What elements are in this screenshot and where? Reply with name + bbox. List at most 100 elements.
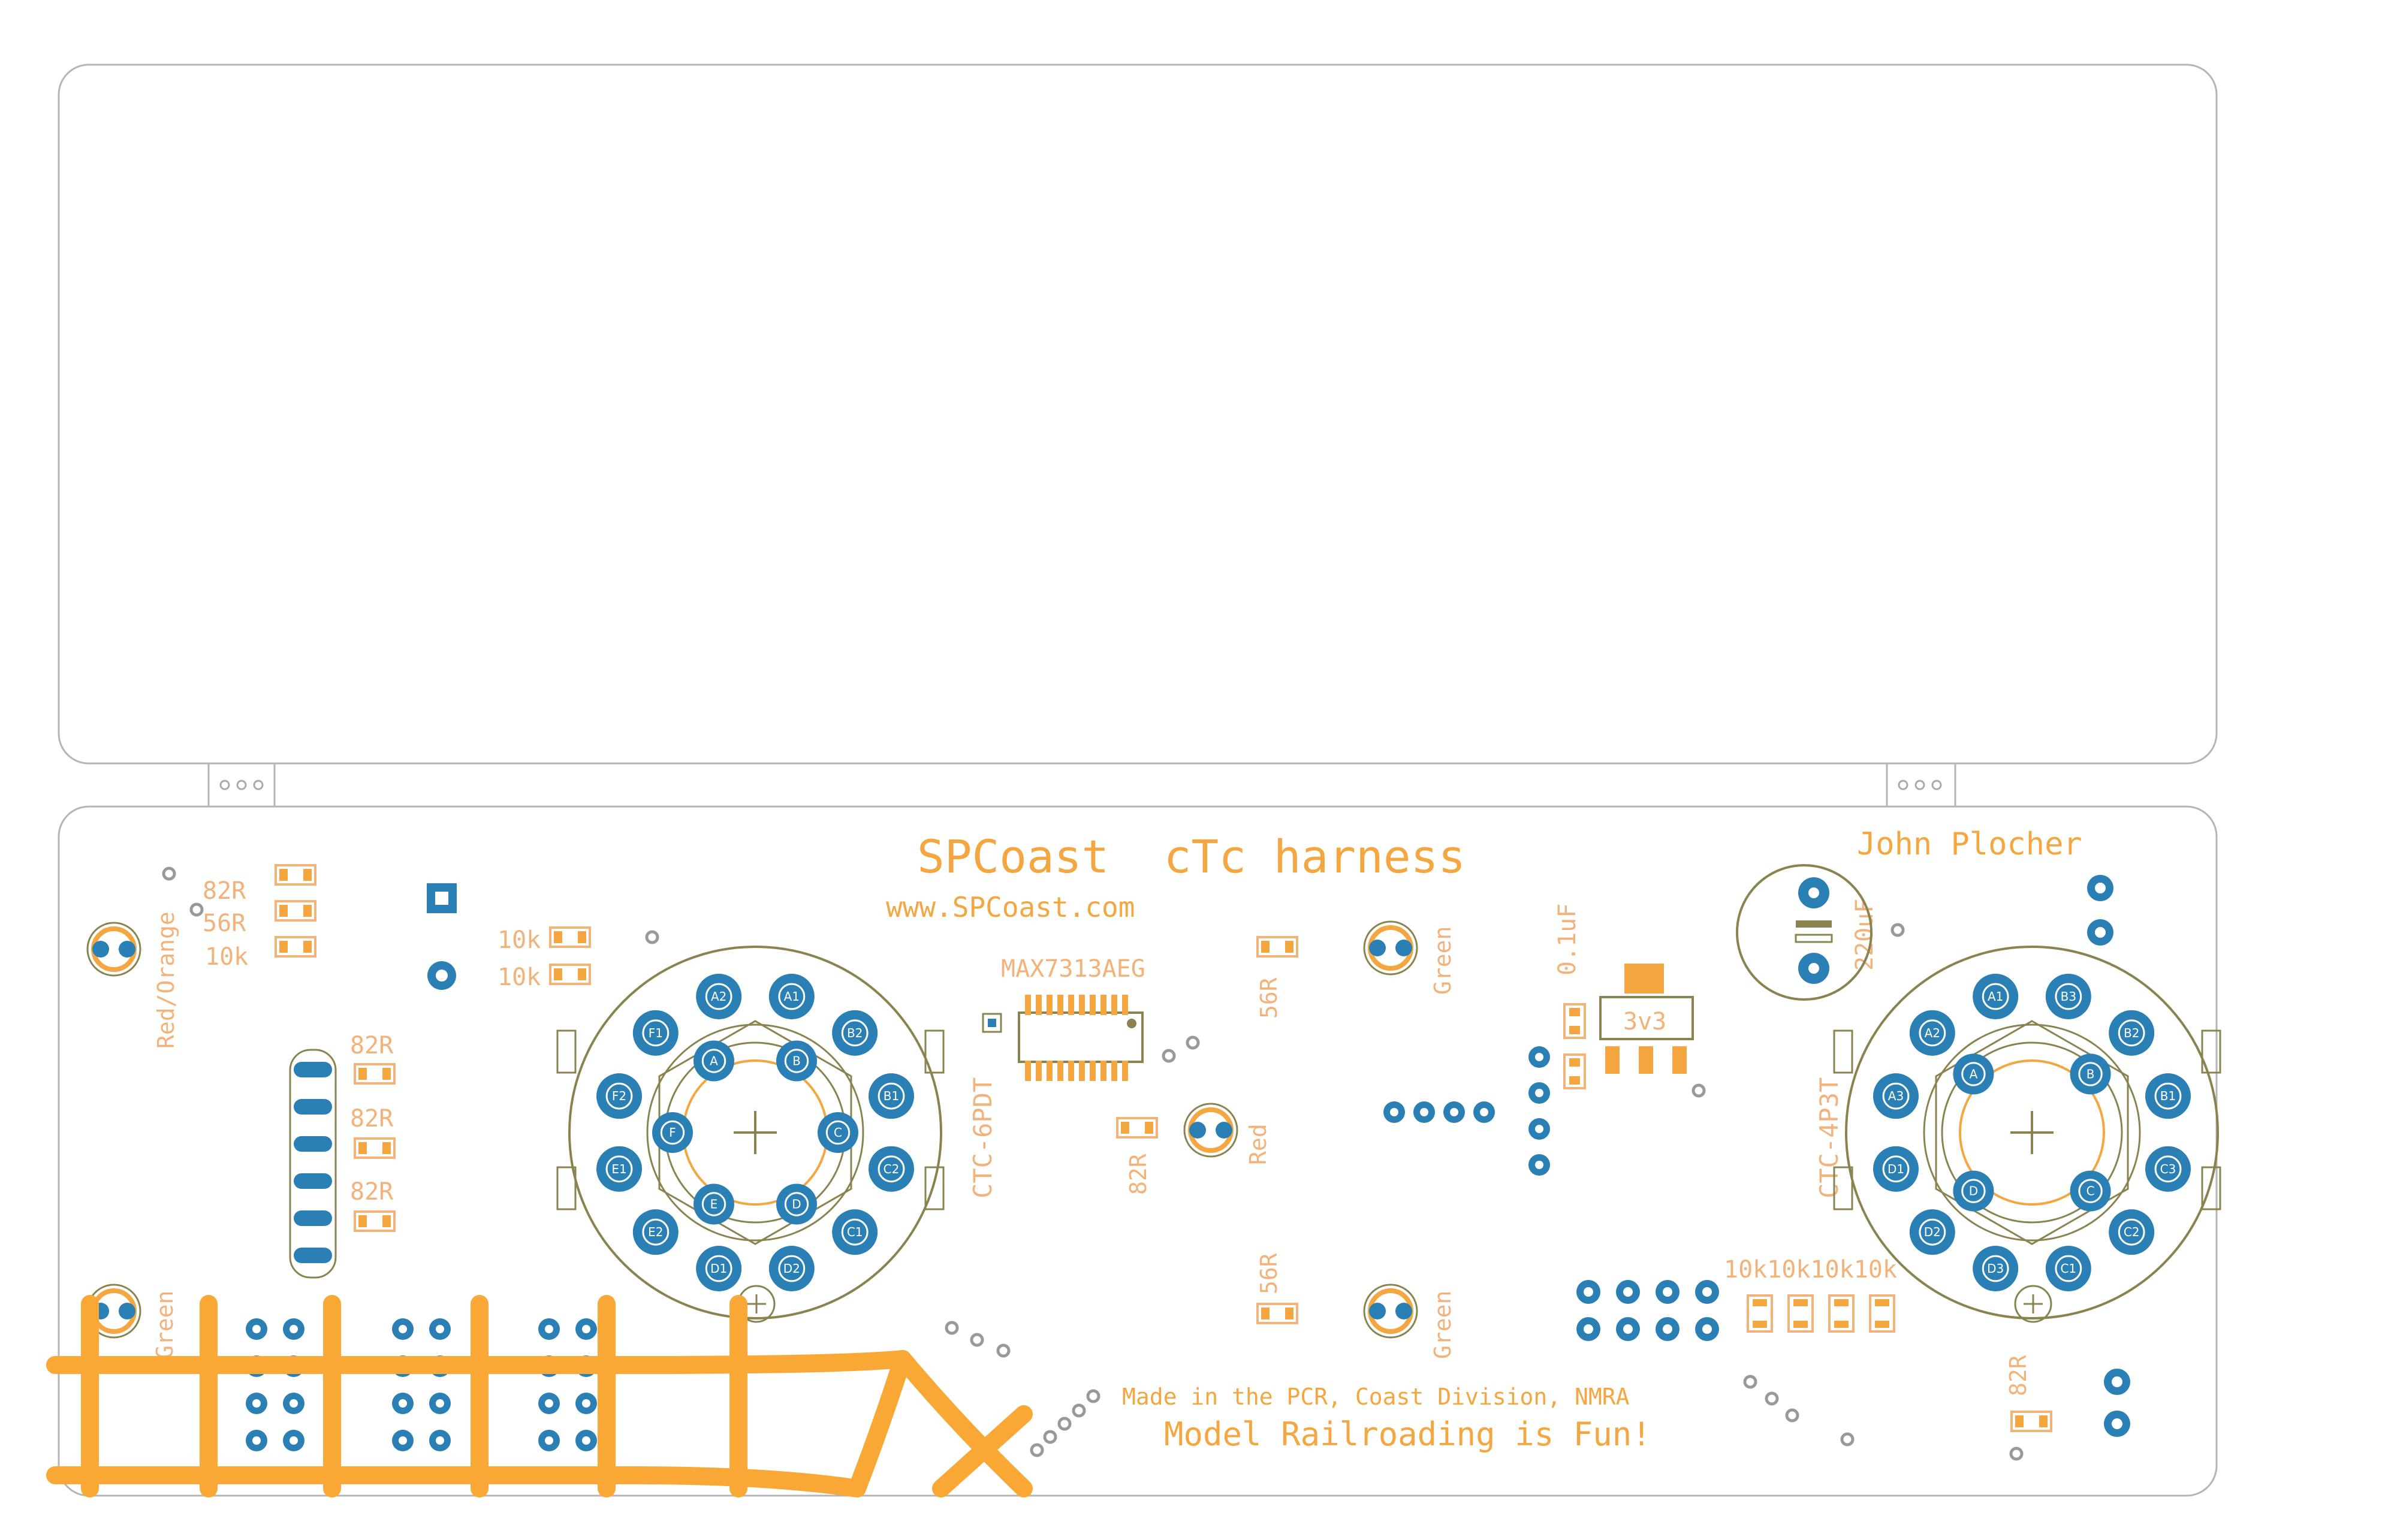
pad-grids-bottom-left (246, 1318, 597, 1451)
test-pads (427, 883, 457, 990)
smd-resistors (275, 864, 2052, 1432)
switch-right-pins-inner-1-pad-ring (2078, 1062, 2103, 1086)
label-56r-c: 56R (1256, 1253, 1282, 1294)
rotary-switch-ctc-6pdt (556, 946, 945, 1323)
author-name: John Plocher (1857, 826, 2082, 862)
switch-right-pins-outer-9-pad (1873, 1146, 1919, 1192)
switch-left-pins-inner-3-pad (776, 1183, 817, 1225)
pad-grid-holes (252, 1325, 590, 1445)
switch-right-pins-inner-2-label: C (2086, 1184, 2095, 1198)
label-ctc-4p3t: CTC-4P3T (1814, 1077, 1844, 1198)
switch-left-pins-inner-3-pad-ring (784, 1192, 809, 1216)
label-10k-x4: 10k10k10k10k (1724, 1256, 1897, 1284)
label-82r-c: 82R (350, 1105, 394, 1133)
switch-right-pins-outer-0-pad (1973, 974, 2019, 1020)
mouse-bites-right (1898, 780, 1942, 790)
upper-panel-outline (58, 64, 2218, 765)
switch-right-pins-outer-4-pad-ring (2154, 1155, 2182, 1183)
label-green-3: Green (1430, 1291, 1456, 1359)
led-green-2 (1363, 920, 1418, 976)
switch-left-pins-outer-6-pad (768, 1245, 815, 1291)
switch-left-pins-outer-1-pad (768, 974, 815, 1020)
switch-left-pins-outer-1-pad-ring (778, 983, 806, 1010)
switch-left-pins-inner-2-label: C (834, 1125, 842, 1140)
switch-right-pins-outer-6-pad (2045, 1245, 2091, 1291)
switch-right-pins-outer-3-label: B1 (2160, 1089, 2176, 1103)
max7313-ic (982, 995, 1144, 1081)
switch-right-pins-outer-2-pad (2109, 1010, 2155, 1056)
switch-left-pins-outer-10-pad (596, 1073, 643, 1119)
breakaway-strip (273, 762, 1888, 808)
switch-right-pins-inner-3-label: D (1969, 1184, 1978, 1198)
switch-right-pins-outer-3-pad (2145, 1073, 2191, 1119)
label-green-1: Green (152, 1291, 178, 1359)
switch-left-pins-inner-4-label: E (710, 1197, 718, 1212)
switch-right-pins-outer-10-pad (1873, 1073, 1919, 1119)
mouse-bites-left (219, 780, 264, 790)
switch-left-pins-outer-9-pad (596, 1146, 643, 1192)
switch-right-pins-outer-9-pad-ring (1882, 1155, 1910, 1183)
switch-right-pins-outer-1-label: B3 (2061, 989, 2076, 1004)
switch-right-pins-outer-7-label: D3 (1987, 1261, 2004, 1276)
switch-left-pins-outer-11-pad (632, 1010, 679, 1056)
switch-left-pins-inner-5-pad-ring (660, 1120, 685, 1145)
switch-left-pins-outer-7-pad-ring (705, 1255, 732, 1282)
switch-right-pins-outer-11-pad-ring (1919, 1019, 1946, 1047)
label-r56-top: 56R (203, 910, 246, 937)
small-vias (162, 866, 2024, 1461)
label-10k-c: 10k (497, 964, 541, 991)
label-82r-f: 82R (2005, 1355, 2031, 1396)
switch-right-pins-outer-10-label: A3 (1888, 1089, 1904, 1103)
switch-left-pins-inner-5-label: F (669, 1125, 676, 1140)
switch-right-pins-outer-11-pad (1909, 1010, 1955, 1056)
label-r82-top: 82R (203, 877, 246, 905)
switch-right-pins-outer-6-label: C1 (2060, 1261, 2076, 1276)
switch-right-pins-outer-2-pad-ring (2118, 1019, 2145, 1047)
switch-right-pins-inner-0-pad-ring (1961, 1062, 1986, 1086)
label-10k-b: 10k (497, 926, 541, 954)
switch-right-pins-outer-0-label: A1 (1988, 989, 2003, 1004)
switch-right-pins-outer-9-label: D1 (1887, 1162, 1904, 1176)
switch-right-pins-outer-11-label: A2 (1925, 1026, 1940, 1040)
switch-right-pins-outer-8-pad-ring (1919, 1218, 1946, 1246)
switch-left-pins-outer-2-label: B2 (847, 1026, 863, 1040)
footer-fun: Model Railroading is Fun! (1164, 1415, 1651, 1453)
switch-left-pins-inner-5-pad (652, 1112, 693, 1153)
switch-left-pins-inner-4-pad (694, 1183, 734, 1225)
label-green-2: Green (1430, 926, 1456, 995)
switch-right-pins-outer-7-pad-ring (1982, 1255, 2009, 1282)
switch-right-pins-inner-3-pad (1953, 1170, 1994, 1212)
switch-left-pins-inner-1-pad (776, 1040, 817, 1082)
rotary-switch-ctc-4p3t (1833, 946, 2221, 1323)
switch-left-pins-outer-1-label: A1 (784, 989, 800, 1004)
switch-right-pins-outer-10-pad-ring (1882, 1082, 1910, 1110)
led-red (1183, 1103, 1238, 1158)
railroad-track-graphic (46, 1295, 1033, 1497)
switch-right-pins-inner-2-pad (2070, 1170, 2111, 1212)
switch-right-pins-outer-6-pad-ring (2055, 1255, 2082, 1282)
switch-left-pins-outer-11-pad-ring (642, 1019, 670, 1047)
switch-left-pins-outer-2-pad (832, 1010, 878, 1056)
switch-left-pins-outer-5-pad (832, 1209, 878, 1255)
label-max7313: MAX7313AEG (1001, 955, 1145, 983)
switch-right-pins-inner-0-pad (1953, 1053, 1994, 1095)
switch-right-pins-inner-0-label: A (1970, 1067, 1978, 1081)
switch-right-pins-outer-1-pad (2045, 974, 2091, 1020)
switch-left-pins-outer-7-pad (696, 1245, 742, 1291)
switch-right-pins-inner-1-pad (2070, 1053, 2111, 1095)
switch-left-pins-outer-9-label: E1 (611, 1162, 626, 1176)
switch-left-pins-inner-4-pad-ring (701, 1192, 726, 1216)
switch-left-pins-outer-0-pad (696, 974, 742, 1020)
switch-left-pins-outer-3-pad (868, 1073, 914, 1119)
label-82r-b: 82R (350, 1032, 394, 1059)
switch-right-pins-outer-5-label: C2 (2124, 1225, 2140, 1239)
switch-left-pins-inner-2-pad (818, 1112, 858, 1153)
switch-right-pins-outer-1-pad-ring (2055, 983, 2082, 1010)
pin-header-column (289, 1049, 337, 1279)
label-red-orange: Red/Orange (153, 911, 179, 1049)
switch-left-pins-outer-3-pad-ring (878, 1082, 905, 1110)
switch-right-pins-outer-4-pad (2145, 1146, 2191, 1192)
switch-left-pins-outer-8-pad (632, 1209, 679, 1255)
